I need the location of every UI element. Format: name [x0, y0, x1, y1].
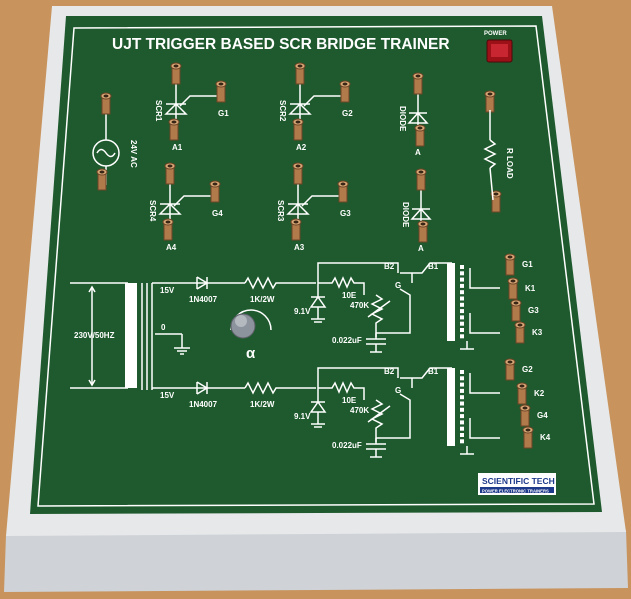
load-resistor: R LOAD [483, 110, 514, 201]
scr4-gate-label: G4 [212, 209, 223, 218]
scr4-cathode-terminal[interactable] [164, 162, 176, 185]
ujt-b1-label: B1 [428, 367, 439, 376]
pot-label: 470K [350, 406, 369, 415]
gate-output-terminal-g4[interactable] [519, 404, 531, 427]
brand-subtitle: POWER ELECTRONIC TRAINERS [482, 489, 549, 494]
scr2-anode-label: A2 [296, 143, 307, 152]
diode1-symbol: DIODE A [398, 72, 429, 157]
scr4-anode-terminal[interactable] [162, 218, 174, 241]
gate-output-terminal-k1[interactable] [507, 277, 519, 300]
power-switch-rocker [491, 44, 508, 57]
alpha-knob[interactable] [230, 309, 272, 339]
case-front [4, 530, 628, 592]
scr2-label: SCR2 [278, 100, 287, 122]
output-label-k2: K2 [534, 389, 545, 398]
scr2-gate-label: G2 [342, 109, 353, 118]
secondary-label: 15V [160, 391, 175, 400]
diode-label: 1N4007 [189, 400, 218, 409]
output-label-g2: G2 [522, 365, 533, 374]
scr3-anode-terminal[interactable] [290, 218, 302, 241]
scr1-anode-label: A1 [172, 143, 183, 152]
scr4-label: SCR4 [148, 200, 157, 222]
r10-label: 10E [342, 291, 357, 300]
center-tap-label: 0 [161, 323, 166, 332]
ac-terminal-1[interactable] [100, 92, 112, 115]
output-label-k3: K3 [532, 328, 543, 337]
ujt-b2-label: B2 [384, 262, 395, 271]
scr4-gate-terminal[interactable] [209, 180, 221, 203]
mains-transformer: 230V/50HZ 0 [70, 282, 190, 390]
diode1-anode-terminal[interactable] [414, 124, 426, 147]
diode1-anode-label: A [415, 148, 421, 157]
scr2-cathode-terminal[interactable] [294, 62, 306, 85]
ujt-b1-label: B1 [428, 262, 439, 271]
diode2-anode-terminal[interactable] [417, 220, 429, 243]
resistor-label: 1K/2W [250, 400, 275, 409]
scr2-anode-terminal[interactable] [292, 118, 304, 141]
gate-output-terminal-k3[interactable] [514, 321, 526, 344]
diode2-label: DIODE [401, 202, 410, 228]
scr3-gate-label: G3 [340, 209, 351, 218]
load-label: R LOAD [505, 148, 514, 179]
load-terminal-1[interactable] [484, 90, 496, 113]
diode2-anode-label: A [418, 244, 424, 253]
capacitor-label: 0.022uF [332, 336, 362, 345]
scr3-gate-terminal[interactable] [337, 180, 349, 203]
zener-label: 9.1V [294, 307, 311, 316]
scr3-cathode-terminal[interactable] [292, 162, 304, 185]
output-label-k1: K1 [525, 284, 536, 293]
output-label-g1: G1 [522, 260, 533, 269]
scr4-anode-label: A4 [166, 243, 177, 252]
diode1-cathode-terminal[interactable] [412, 72, 424, 95]
mains-label: 230V/50HZ [74, 331, 115, 340]
scr3-anode-label: A3 [294, 243, 305, 252]
output-label-k4: K4 [540, 433, 551, 442]
ujt-gate-label: G [395, 386, 401, 395]
circuit-panel [30, 16, 602, 514]
brand-name: SCIENTIFIC TECH [482, 476, 555, 486]
power-label: POWER [484, 31, 507, 37]
gate-output-terminal-k2[interactable] [516, 382, 528, 405]
gate-output-terminal-g3[interactable] [510, 299, 522, 322]
gate-output-terminal-g1[interactable] [504, 253, 516, 276]
zener-label: 9.1V [294, 412, 311, 421]
scr2-gate-terminal[interactable] [339, 80, 351, 103]
secondary-label: 15V [160, 286, 175, 295]
alpha-label: α [246, 345, 256, 362]
scr1-gate-label: G1 [218, 109, 229, 118]
gate-output-terminal-k4[interactable] [522, 426, 534, 449]
r10-label: 10E [342, 396, 357, 405]
ac-terminal-2[interactable] [96, 168, 108, 191]
scr1-label: SCR1 [154, 100, 163, 122]
ujt-b2-label: B2 [384, 367, 395, 376]
resistor-label: 1K/2W [250, 295, 275, 304]
output-label-g3: G3 [528, 306, 539, 315]
scr1-anode-terminal[interactable] [168, 118, 180, 141]
gate-output-terminal-g2[interactable] [504, 358, 516, 381]
pot-label: 470K [350, 301, 369, 310]
panel-border [37, 25, 595, 507]
diode-label: 1N4007 [189, 295, 218, 304]
diode2-symbol: DIODE A [401, 168, 432, 253]
ac-source-label: 24V AC [129, 140, 138, 168]
diode1-label: DIODE [398, 106, 407, 132]
output-label-g4: G4 [537, 411, 548, 420]
load-terminal-2[interactable] [490, 190, 502, 213]
ujt-gate-label: G [395, 281, 401, 290]
scr3-label: SCR3 [276, 200, 285, 222]
scr1-cathode-terminal[interactable] [170, 62, 182, 85]
capacitor-label: 0.022uF [332, 441, 362, 450]
board-title: UJT TRIGGER BASED SCR BRIDGE TRAINER [112, 36, 450, 53]
diode2-cathode-terminal[interactable] [415, 168, 427, 191]
scr1-gate-terminal[interactable] [215, 80, 227, 103]
